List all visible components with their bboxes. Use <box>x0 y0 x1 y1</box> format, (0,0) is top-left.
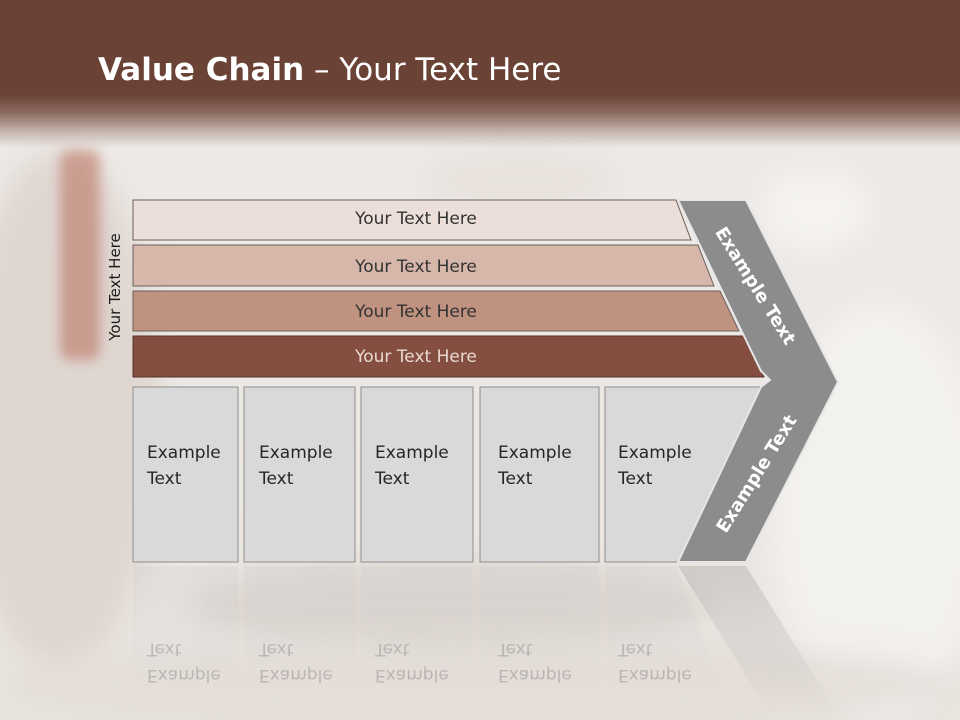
card-4[interactable] <box>479 386 600 563</box>
title-band <box>0 0 960 148</box>
title-rest: – Your Text Here <box>304 52 562 88</box>
card-3[interactable] <box>360 386 474 563</box>
bar-2-label: Your Text Here <box>355 257 477 277</box>
title-bold: Value Chain <box>98 52 305 88</box>
bar-4[interactable] <box>132 335 765 378</box>
chevron-arrow[interactable] <box>676 199 840 563</box>
slide-title[interactable]: Value Chain – Your Text Here <box>98 52 561 88</box>
bar-2[interactable] <box>132 244 715 287</box>
card-2[interactable] <box>243 386 356 563</box>
bar-1[interactable] <box>132 199 692 241</box>
bar-3-label: Your Text Here <box>355 302 477 322</box>
bar-4-label: Your Text Here <box>355 347 477 367</box>
bar-3[interactable] <box>132 290 740 332</box>
bar-1-label: Your Text Here <box>355 209 477 229</box>
reflection-shapes <box>133 566 838 714</box>
card-1[interactable] <box>132 386 239 563</box>
